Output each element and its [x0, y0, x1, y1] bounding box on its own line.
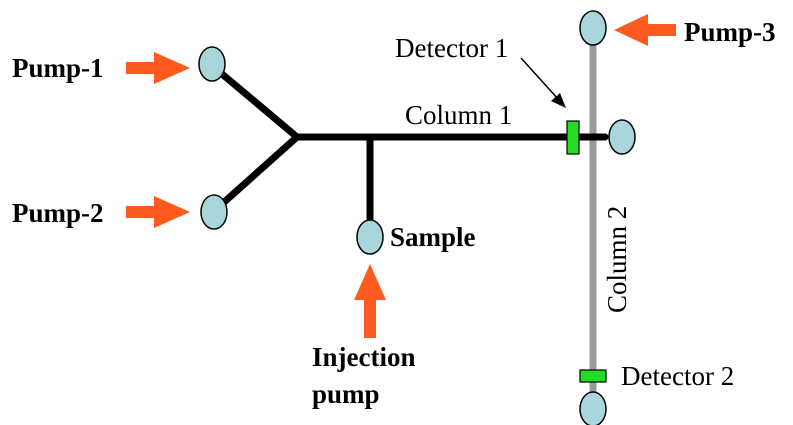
pump3-arrow — [614, 14, 676, 46]
detector2-label: Detector 2 — [621, 361, 734, 391]
detector1-label: Detector 1 — [395, 33, 508, 63]
pump1-arrow — [126, 52, 190, 84]
pump2-branch — [218, 133, 301, 208]
detector1-marker — [566, 120, 580, 155]
pump2-port — [200, 194, 228, 230]
detector1-pointer-line — [520, 57, 560, 101]
sample-port — [356, 219, 384, 255]
column1-tubing-network — [218, 70, 609, 226]
detector2-marker — [579, 369, 607, 383]
column1-label: Column 1 — [405, 100, 512, 130]
pump2-arrow — [126, 196, 190, 228]
injection-pump-label-line2: pump — [312, 379, 380, 409]
column2-outlet-port — [579, 391, 607, 425]
column2-label: Column 2 — [602, 206, 632, 313]
pump1-port — [198, 46, 226, 82]
pump2-label: Pump-2 — [12, 198, 104, 228]
arrows — [126, 14, 676, 338]
pump3-label: Pump-3 — [684, 17, 776, 47]
pump1-branch — [218, 70, 301, 141]
injection-pump-arrow — [354, 264, 386, 338]
pump3-port — [579, 10, 607, 46]
detector1-pointer-head — [551, 93, 566, 108]
injection-pump-label-line1: Injection — [312, 342, 416, 372]
column1-outlet-port — [608, 119, 636, 155]
ports — [198, 10, 636, 425]
pump1-label: Pump-1 — [12, 53, 104, 83]
sample-label: Sample — [390, 222, 476, 252]
